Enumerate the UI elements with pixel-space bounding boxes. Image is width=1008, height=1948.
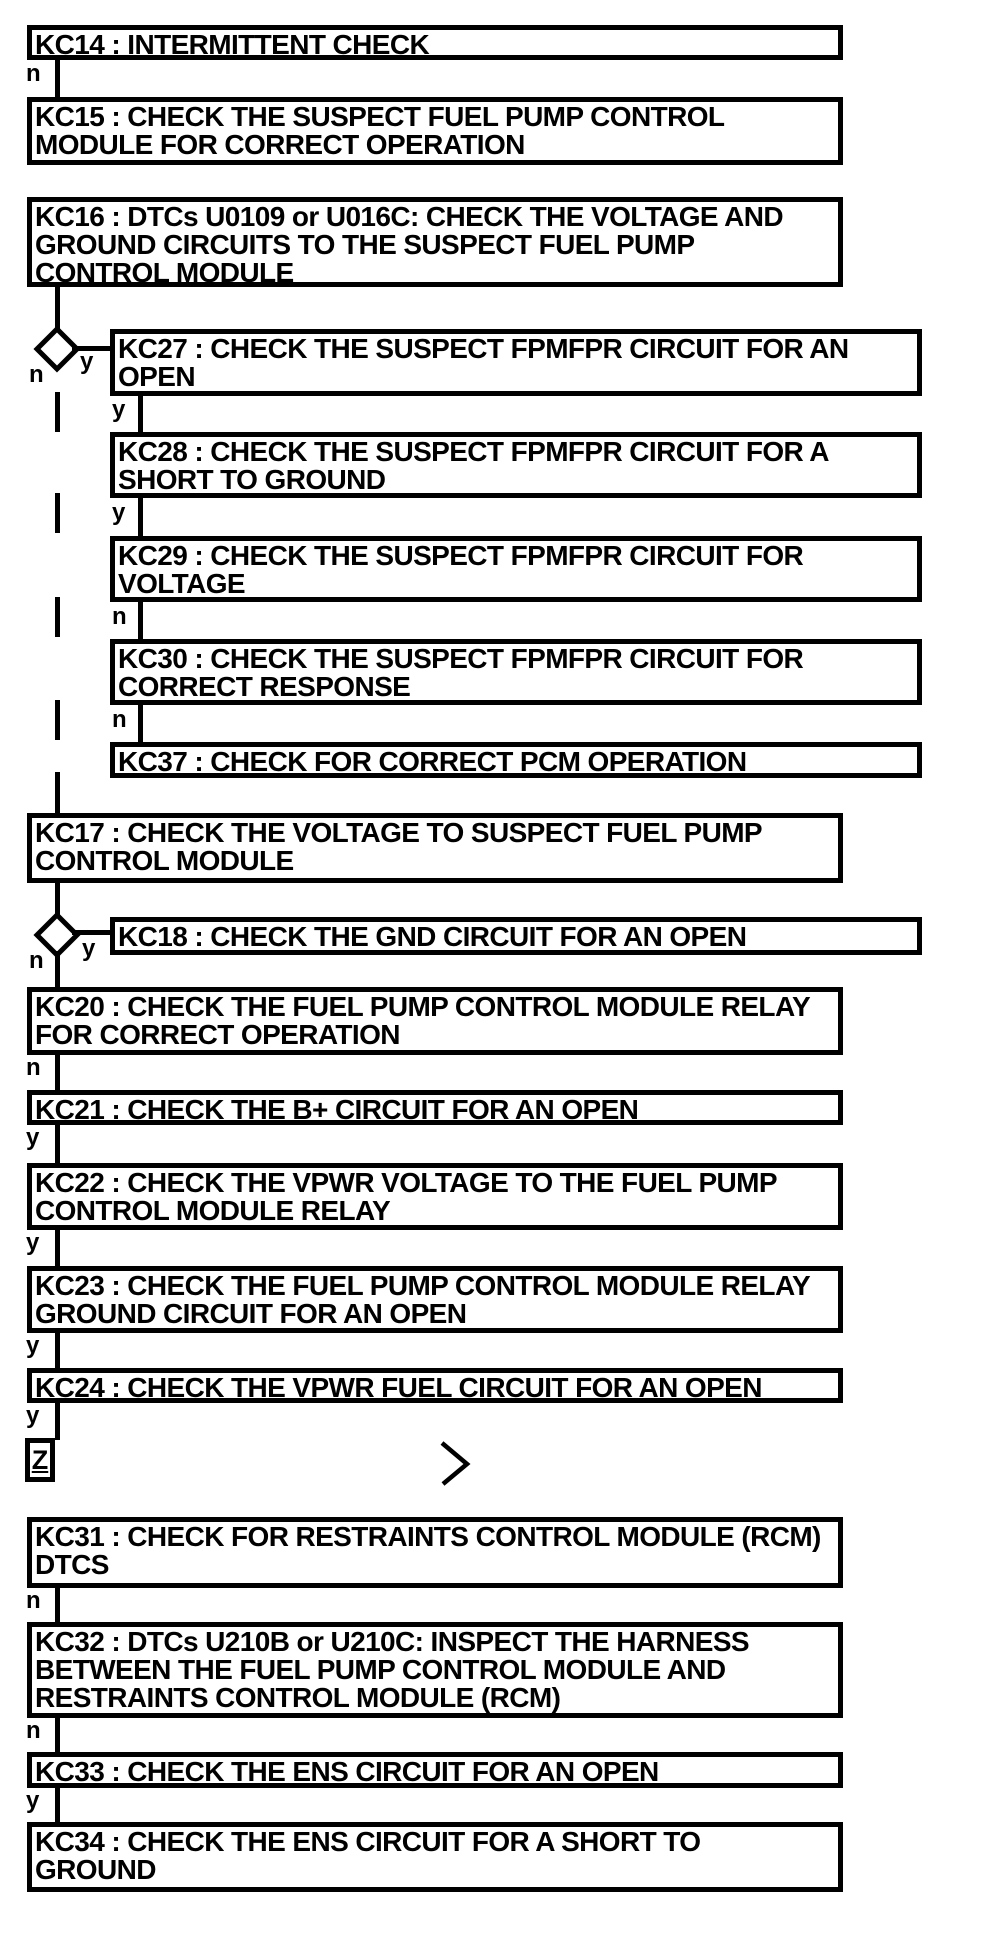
edge-label: y: [112, 396, 126, 423]
edge-label: y: [26, 1229, 40, 1256]
edge-label: n: [26, 1717, 41, 1744]
connector-line-dash: [55, 493, 60, 533]
connector-line: [55, 1401, 60, 1440]
connector-line: [55, 285, 60, 329]
connector-line: [72, 930, 112, 935]
connector-line: [138, 600, 143, 642]
edge-label: n: [112, 706, 127, 733]
node-kc17: KC17 : CHECK THE VOLTAGE TO SUSPECT FUEL…: [27, 813, 843, 883]
connector-line: [55, 881, 60, 917]
connector-line: [138, 496, 143, 539]
connector-line: [55, 1053, 60, 1092]
edge-label: y: [26, 1332, 40, 1359]
edge-label: y: [26, 1124, 40, 1151]
node-kc29: KC29 : CHECK THE SUSPECT FPMFPR CIRCUIT …: [110, 536, 922, 602]
edge-label: y: [26, 1402, 40, 1429]
connector-line: [55, 1331, 60, 1370]
node-kc16: KC16 : DTCs U0109 or U016C: CHECK THE VO…: [27, 197, 843, 287]
node-kc24: KC24 : CHECK THE VPWR FUEL CIRCUIT FOR A…: [27, 1368, 843, 1403]
connector-line: [55, 1586, 60, 1625]
edge-label: n: [29, 947, 44, 974]
edge-label: y: [112, 499, 126, 526]
node-kc15: KC15 : CHECK THE SUSPECT FUEL PUMP CONTR…: [27, 97, 843, 165]
connector-line-dash: [55, 700, 60, 740]
connector-line: [138, 703, 143, 745]
node-kc14: KC14 : INTERMITTENT CHECK: [27, 25, 843, 60]
node-kc20: KC20 : CHECK THE FUEL PUMP CONTROL MODUL…: [27, 987, 843, 1055]
node-kc27: KC27 : CHECK THE SUSPECT FPMFPR CIRCUIT …: [110, 329, 922, 396]
edge-label: n: [112, 603, 127, 630]
connector-line-dash: [55, 772, 60, 815]
edge-label: n: [29, 361, 44, 388]
node-kc33: KC33 : CHECK THE ENS CIRCUIT FOR AN OPEN: [27, 1752, 843, 1788]
node-kc37: KC37 : CHECK FOR CORRECT PCM OPERATION: [110, 742, 922, 778]
node-kc32: KC32 : DTCs U210B or U210C: INSPECT THE …: [27, 1622, 843, 1718]
decision-diamond-icon: [33, 325, 81, 373]
edge-label: y: [80, 348, 94, 375]
edge-label: n: [26, 60, 41, 87]
edge-label: y: [82, 935, 96, 962]
offpage-connector-z: Z: [25, 1438, 55, 1482]
connector-line: [55, 1716, 60, 1755]
node-kc21: KC21 : CHECK THE B+ CIRCUIT FOR AN OPEN: [27, 1090, 843, 1125]
node-kc31: KC31 : CHECK FOR RESTRAINTS CONTROL MODU…: [27, 1517, 843, 1588]
connector-line: [55, 1786, 60, 1825]
node-kc23: KC23 : CHECK THE FUEL PUMP CONTROL MODUL…: [27, 1266, 843, 1333]
edge-label: n: [26, 1587, 41, 1614]
connector-line-dash: [55, 392, 60, 432]
node-kc34: KC34 : CHECK THE ENS CIRCUIT FOR A SHORT…: [27, 1822, 843, 1892]
edge-label: y: [26, 1787, 40, 1814]
connector-line: [138, 393, 143, 435]
connector-line-dash: [55, 597, 60, 637]
edge-label: n: [26, 1054, 41, 1081]
continuation-chevron-icon: [440, 1441, 471, 1486]
node-kc18: KC18 : CHECK THE GND CIRCUIT FOR AN OPEN: [110, 917, 922, 955]
node-kc22: KC22 : CHECK THE VPWR VOLTAGE TO THE FUE…: [27, 1163, 843, 1230]
connector-line: [55, 58, 60, 100]
node-kc28: KC28 : CHECK THE SUSPECT FPMFPR CIRCUIT …: [110, 432, 922, 498]
connector-line: [55, 1123, 60, 1165]
node-kc30: KC30 : CHECK THE SUSPECT FPMFPR CIRCUIT …: [110, 639, 922, 705]
connector-line: [72, 346, 112, 351]
connector-line: [55, 951, 60, 989]
connector-line: [55, 1228, 60, 1269]
